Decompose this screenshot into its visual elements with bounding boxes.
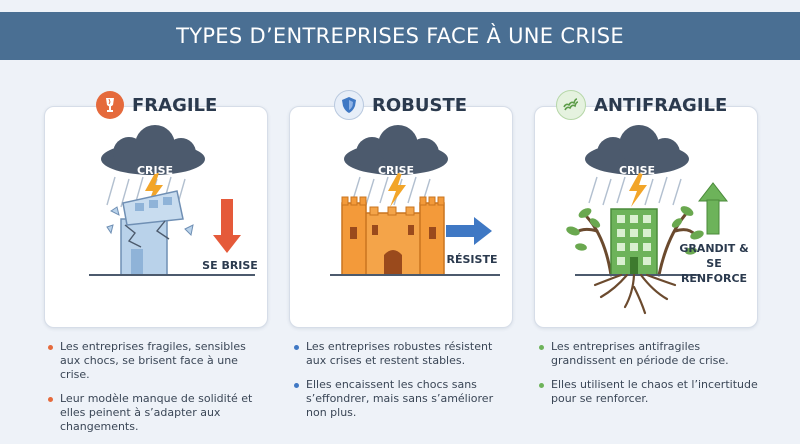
cloud-label: CRISE bbox=[136, 164, 174, 177]
column-title-label: FRAGILE bbox=[132, 94, 218, 116]
cloud-label: CRISE bbox=[377, 164, 415, 177]
list-item: Elles utilisent le chaos et l’incertitud… bbox=[537, 378, 759, 406]
lightning-icon bbox=[388, 173, 406, 207]
broken-glass-icon bbox=[96, 91, 124, 119]
card-fragile: CRISE SE BRISE bbox=[44, 106, 268, 328]
list-item: Les entreprises antifragiles grandissent… bbox=[537, 340, 759, 368]
broken-building-icon bbox=[89, 190, 255, 276]
bullet-dot-icon bbox=[539, 345, 544, 350]
bullet-text: Leur modèle manque de solidité et elles … bbox=[60, 392, 253, 433]
shield-icon bbox=[334, 90, 364, 120]
antifragile-illustration bbox=[566, 125, 729, 315]
robuste-illustration bbox=[330, 125, 500, 276]
bullet-dot-icon bbox=[539, 383, 544, 388]
outcome-label: RÉSISTE bbox=[446, 253, 498, 266]
bullet-dot-icon bbox=[48, 397, 53, 402]
column-title-robuste: ROBUSTE bbox=[334, 88, 467, 122]
outcome-label: SE BRISE bbox=[202, 259, 258, 272]
bullet-list-robuste: Les entreprises robustes résistent aux c… bbox=[292, 340, 514, 430]
list-item: Les entreprises robustes résistent aux c… bbox=[292, 340, 514, 368]
bullet-text: Les entreprises fragiles, sensibles aux … bbox=[60, 340, 246, 381]
outcome-label: GRANDIT & SE RENFORCE bbox=[679, 242, 749, 285]
bullet-text: Les entreprises antifragiles grandissent… bbox=[551, 340, 729, 367]
rain-icon bbox=[588, 176, 682, 206]
card-robuste: CRISE RÉSISTE bbox=[289, 106, 513, 328]
arrow-down-icon bbox=[213, 199, 241, 253]
arrow-up-icon bbox=[697, 182, 729, 235]
bullet-dot-icon bbox=[48, 345, 53, 350]
rain-icon bbox=[106, 176, 186, 208]
bullet-text: Elles utilisent le chaos et l’incertitud… bbox=[551, 378, 758, 405]
fragile-illustration bbox=[89, 125, 255, 276]
cloud-label: CRISE bbox=[618, 164, 656, 177]
card-antifragile: CRISE GRANDIT & SE RENFORCE bbox=[534, 106, 758, 328]
bullet-dot-icon bbox=[294, 345, 299, 350]
column-title-antifragile: ANTIFRAGILE bbox=[556, 88, 727, 122]
cloud-icon bbox=[585, 125, 689, 175]
roots-icon bbox=[593, 273, 677, 315]
list-item: Leur modèle manque de solidité et elles … bbox=[46, 392, 268, 434]
bullet-list-fragile: Les entreprises fragiles, sensibles aux … bbox=[46, 340, 268, 444]
cloud-icon bbox=[344, 125, 448, 175]
column-title-fragile: FRAGILE bbox=[96, 88, 217, 122]
lightning-icon bbox=[145, 173, 163, 207]
page-title: TYPES D’ENTREPRISES FACE À UNE CRISE bbox=[176, 24, 624, 48]
cloud-icon bbox=[101, 125, 205, 175]
lightning-icon bbox=[629, 173, 647, 207]
castle-icon bbox=[330, 196, 500, 276]
green-building-icon bbox=[575, 208, 699, 276]
bullet-dot-icon bbox=[294, 383, 299, 388]
column-title-label: ROBUSTE bbox=[372, 94, 468, 116]
column-title-label: ANTIFRAGILE bbox=[594, 94, 728, 116]
list-item: Elles encaissent les chocs sans s’effond… bbox=[292, 378, 514, 420]
spring-icon bbox=[556, 90, 586, 120]
bullet-text: Les entreprises robustes résistent aux c… bbox=[306, 340, 493, 367]
leaves-icon bbox=[566, 206, 704, 255]
arrow-right-icon bbox=[446, 217, 492, 245]
bullet-text: Elles encaissent les chocs sans s’effond… bbox=[306, 378, 494, 419]
header-banner: TYPES D’ENTREPRISES FACE À UNE CRISE bbox=[0, 12, 800, 60]
bullet-list-antifragile: Les entreprises antifragiles grandissent… bbox=[537, 340, 759, 416]
list-item: Les entreprises fragiles, sensibles aux … bbox=[46, 340, 268, 382]
